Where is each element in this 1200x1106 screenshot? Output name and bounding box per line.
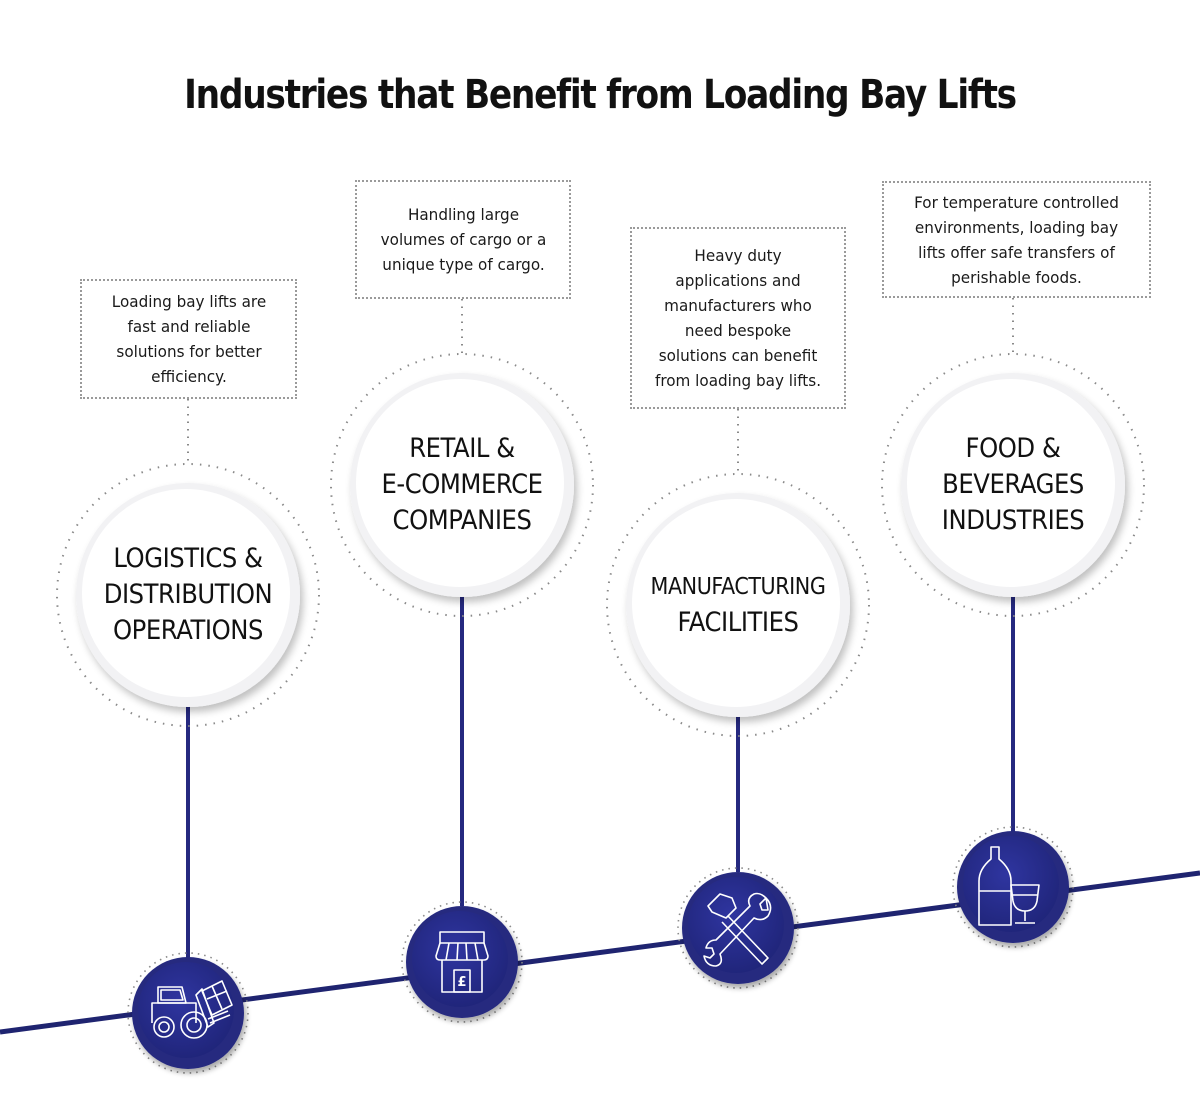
description-box-retail: Handling large volumes of cargo or a uni… (355, 180, 571, 299)
description-text: Heavy duty applications and manufacturer… (654, 246, 822, 390)
industry-circle-manufacturing (606, 473, 870, 737)
description-text: For temperature controlled environments,… (914, 192, 1119, 287)
title-line: FOOD & (965, 433, 1061, 464)
dotted-ring (401, 901, 523, 1023)
inner-disc (82, 489, 290, 697)
hammer-wrench-icon (703, 892, 772, 967)
industry-title-retail: RETAIL & E-COMMERCE COMPANIES (372, 431, 552, 539)
navy-inner (138, 962, 234, 1058)
dotted-ring (606, 473, 870, 737)
title-line: MANUFACTURING (650, 574, 826, 600)
title-line: INDUSTRIES (941, 505, 1085, 536)
title-line: BEVERAGES (942, 469, 1084, 500)
description-box-food: For temperature controlled environments,… (882, 181, 1151, 298)
dotted-ring (677, 867, 799, 989)
industry-circle-retail (330, 353, 594, 617)
inner-disc (907, 379, 1115, 587)
dotted-ring (330, 353, 594, 617)
page-title: Industries that Benefit from Loading Bay… (184, 72, 1017, 118)
title-line: OPERATIONS (112, 615, 264, 646)
inner-disc (632, 499, 840, 707)
industry-circle-food (881, 353, 1145, 617)
industry-title-food: FOOD & BEVERAGES INDUSTRIES (923, 431, 1103, 539)
bottle-glass-icon (978, 846, 1040, 926)
title-line: COMPANIES (392, 505, 532, 536)
title-line: LOGISTICS & (113, 543, 263, 574)
dotted-ring (56, 463, 320, 727)
description-text: Loading bay lifts are fast and reliable … (111, 292, 266, 386)
icon-circle-manufacturing (677, 867, 799, 989)
dotted-ring (952, 826, 1074, 948)
pound-sign: £ (457, 975, 466, 990)
title-line: E-COMMERCE (381, 469, 543, 500)
industry-title-manufacturing: MANUFACTURING FACILITIES (635, 569, 842, 641)
dotted-ring (881, 353, 1145, 617)
description-text: Handling large volumes of cargo or a uni… (380, 205, 546, 274)
forklift-icon (151, 980, 233, 1039)
inner-disc (356, 379, 564, 587)
description-box-logistics: Loading bay lifts are fast and reliable … (80, 279, 297, 399)
description-box-manufacturing: Heavy duty applications and manufacturer… (630, 227, 846, 409)
icon-circle-logistics (127, 952, 249, 1074)
industry-circle-logistics (56, 463, 320, 727)
icon-circle-food (952, 826, 1074, 948)
icon-circle-retail: £ (401, 901, 523, 1023)
industry-title-logistics: LOGISTICS & DISTRIBUTION OPERATIONS (98, 541, 278, 649)
title-line: DISTRIBUTION (103, 579, 273, 610)
shop-icon: £ (435, 931, 489, 993)
dotted-ring (127, 952, 249, 1074)
title-line: FACILITIES (677, 607, 799, 638)
title-line: RETAIL & (409, 433, 515, 464)
